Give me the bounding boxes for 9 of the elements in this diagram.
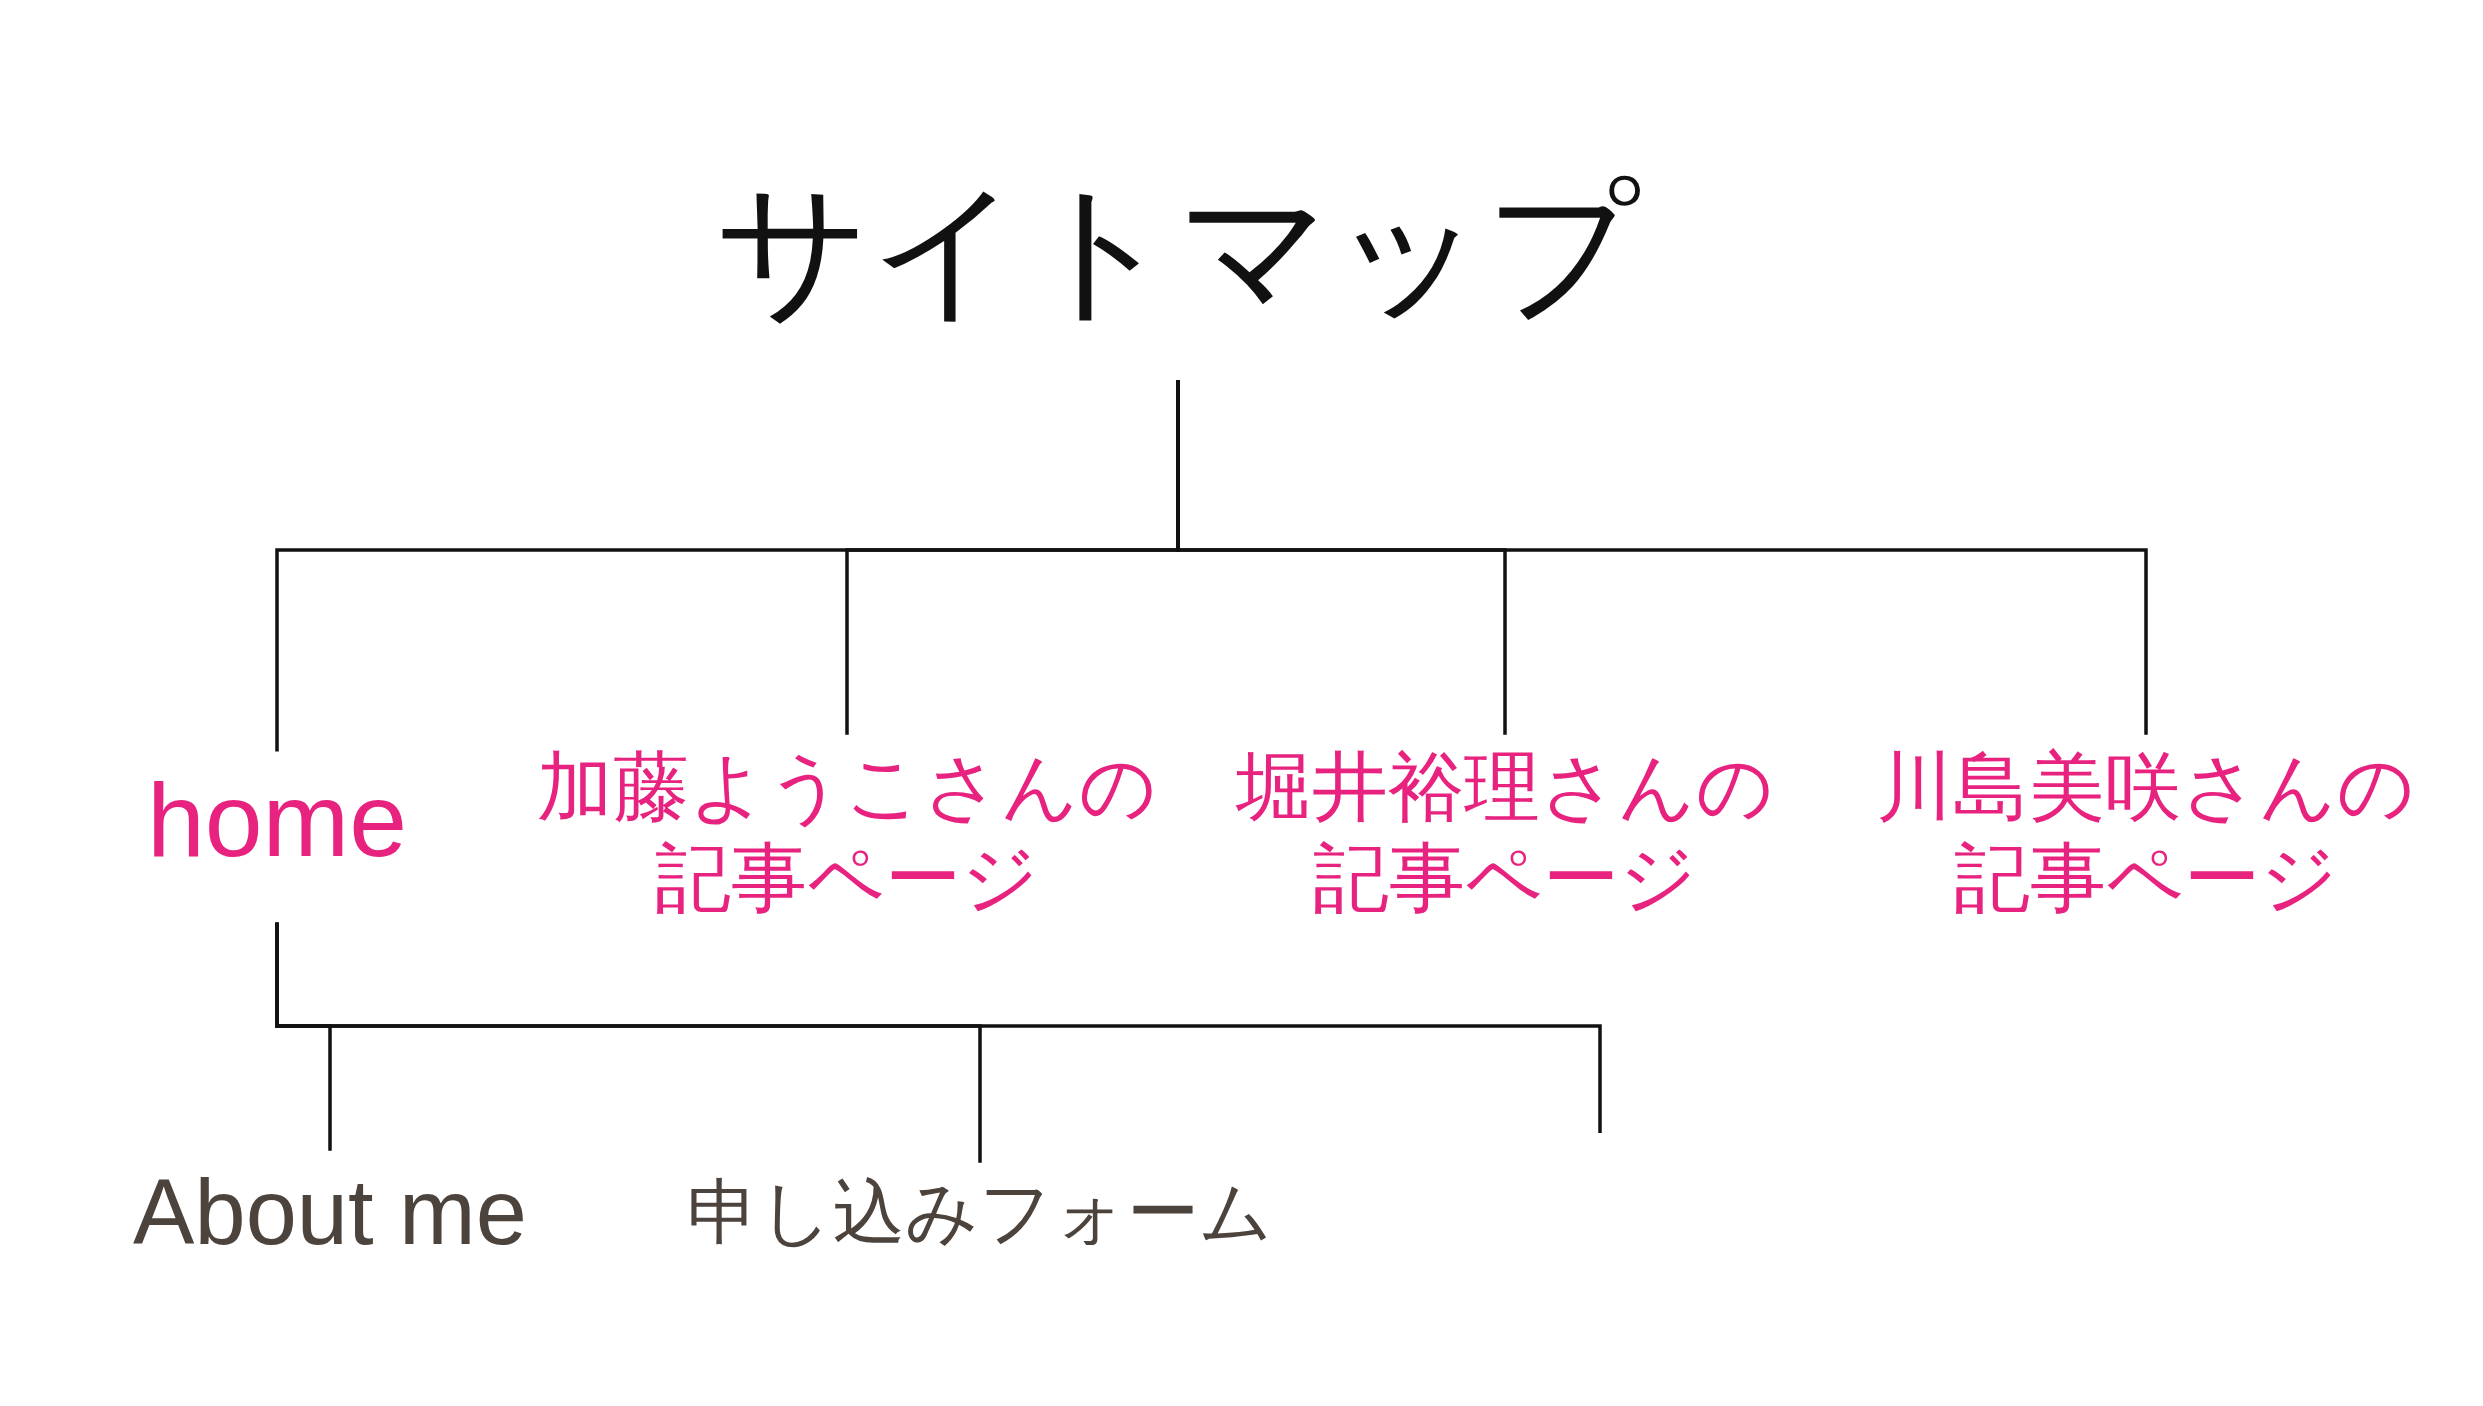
page-label: About me (133, 1156, 527, 1268)
page-label: 堀井裕理さんの記事ページ (1225, 740, 1785, 924)
page-label: サイトマップ (716, 160, 1640, 340)
page-label: 川島美咲さんの記事ページ (1866, 740, 2426, 924)
page-label: home (146, 757, 408, 883)
connector-line (1176, 380, 2148, 735)
page-label: 申し込みフォーム (687, 1168, 1273, 1256)
page-label: 加藤ようこさんの記事ページ (537, 740, 1157, 924)
connector-line (275, 922, 1602, 1133)
